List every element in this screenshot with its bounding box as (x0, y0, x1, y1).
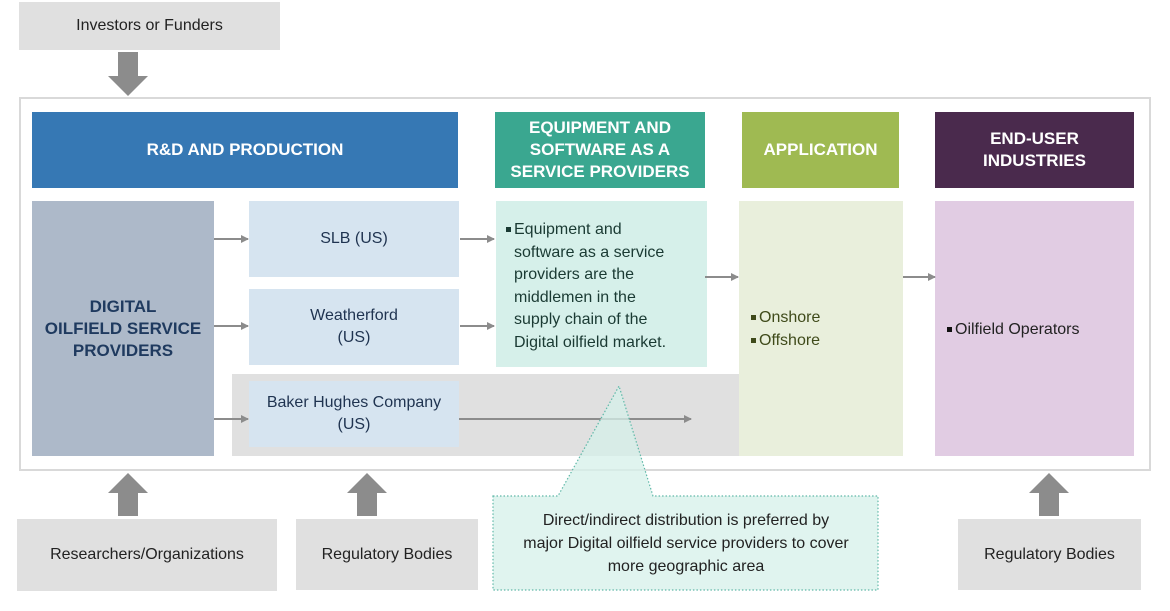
down-arrow-icon (108, 52, 148, 96)
regulatory-bodies-box: Regulatory Bodies (296, 519, 478, 590)
end-user-item: Oilfield Operators (947, 319, 1134, 341)
header-equipment-line: SERVICE PROVIDERS (510, 162, 690, 181)
company-line: Baker Hughes Company (266, 394, 442, 411)
callout-line: more geographic area (607, 557, 765, 575)
investors-funders-label: Investors or Funders (76, 17, 223, 34)
application-box: Onshore Offshore (739, 201, 903, 456)
bullet-square-icon (947, 327, 952, 332)
investors-funders-box: Investors or Funders (19, 2, 280, 50)
header-equipment-saas: EQUIPMENT AND SOFTWARE AS A SERVICE PROV… (495, 112, 705, 188)
providers-line: DIGITAL (89, 296, 157, 316)
description-line: Digital oilfield market. (514, 333, 667, 351)
header-rd-production: R&D AND PRODUCTION (32, 112, 458, 188)
up-arrow-icon (1029, 473, 1069, 516)
providers-line: PROVIDERS (72, 340, 174, 360)
description-line: middlemen in the (514, 288, 636, 306)
application-item: Onshore (751, 307, 903, 330)
bullet-square-icon (506, 227, 511, 232)
end-user-box: Oilfield Operators (935, 201, 1134, 456)
header-rd-production-label: R&D AND PRODUCTION (146, 140, 344, 159)
application-item: Offshore (751, 330, 903, 353)
application-item-label: Offshore (759, 331, 821, 349)
bullet-square-icon (751, 315, 756, 320)
description-line: software as a service (514, 243, 665, 261)
header-application: APPLICATION (742, 112, 899, 188)
header-end-user: END-USER INDUSTRIES (935, 112, 1134, 188)
regulatory-bodies-label: Regulatory Bodies (321, 545, 453, 563)
regulatory-bodies-label: Regulatory Bodies (984, 545, 1115, 563)
digital-oilfield-providers-box: DIGITAL OILFIELD SERVICE PROVIDERS (32, 201, 214, 456)
header-equipment-line: SOFTWARE AS A (529, 140, 671, 159)
company-line: (US) (337, 329, 371, 346)
company-weatherford: Weatherford (US) (249, 289, 459, 365)
equipment-description-bullet: Equipment and software as a service prov… (506, 219, 697, 354)
researchers-organizations-label: Researchers/Organizations (50, 546, 244, 563)
description-line: supply chain of the (514, 311, 648, 328)
distribution-callout: Direct/indirect distribution is preferre… (493, 496, 879, 590)
application-item-label: Onshore (759, 309, 821, 326)
providers-line: OILFIELD SERVICE (44, 318, 202, 338)
regulatory-bodies-box-right: Regulatory Bodies (958, 519, 1141, 590)
bullet-square-icon (751, 337, 756, 343)
company-line: SLB (US) (320, 230, 388, 247)
equipment-description-box: Equipment and software as a service prov… (496, 201, 707, 367)
company-baker-hughes: Baker Hughes Company (US) (249, 381, 459, 447)
callout-line: major Digital oilfield service providers… (523, 534, 849, 552)
description-line: Equipment and (514, 221, 622, 238)
header-end-user-line: END-USER (990, 129, 1079, 148)
callout-shape (492, 384, 879, 591)
header-end-user-line: INDUSTRIES (983, 151, 1086, 170)
researchers-organizations-box: Researchers/Organizations (17, 519, 277, 591)
callout-line: Direct/indirect distribution is preferre… (542, 511, 830, 529)
header-application-label: APPLICATION (763, 140, 878, 159)
header-equipment-line: EQUIPMENT AND (529, 118, 671, 137)
up-arrow-icon (108, 473, 148, 516)
company-line: (US) (337, 416, 371, 433)
company-slb: SLB (US) (249, 201, 459, 277)
end-user-item-label: Oilfield Operators (955, 321, 1080, 338)
description-line: providers are the (514, 266, 635, 283)
company-line: Weatherford (310, 307, 398, 324)
up-arrow-icon (347, 473, 387, 516)
